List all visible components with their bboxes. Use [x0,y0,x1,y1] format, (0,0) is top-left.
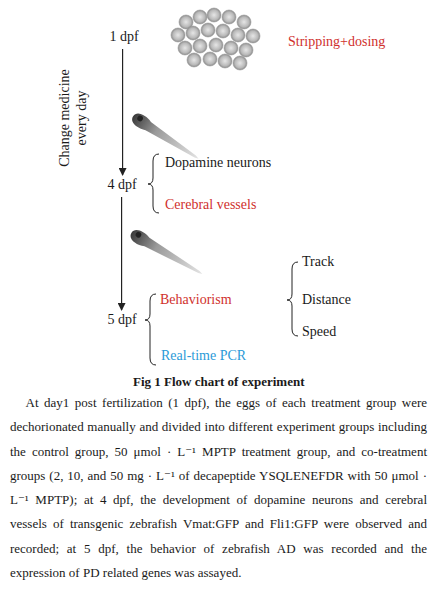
flow-arrow [121,197,122,310]
figure-caption: Fig 1 Flow chart of experiment [133,374,304,390]
larva-drawing [128,227,206,279]
annotation-text: Real-time PCR [161,347,246,365]
stage-node: 4 dpf [108,176,137,194]
annotation-text: Distance [302,291,351,309]
edge-label: Change medicine every day [56,53,90,183]
annotation-text: Track [302,253,334,271]
bracket [287,262,298,336]
bracket [148,154,159,213]
annotation-text: Behaviorism [160,291,232,309]
stage-node: 1 dpf [110,28,139,46]
bracket [145,294,156,365]
annotation-text: Stripping+dosing [288,33,385,51]
flow-arrow [122,49,123,175]
annotation-text: Speed [302,323,336,341]
stage-text: 4 dpf [108,176,137,194]
egg-cluster [171,8,260,70]
stage-text: 5 dpf [108,311,137,329]
annotation-text: Cerebral vessels [165,196,256,214]
stage-node: 5 dpf [108,311,137,329]
stage-text: 1 dpf [110,28,139,46]
body-paragraph: At day1 post fertilization (1 dpf), the … [10,391,427,585]
annotation-text: Dopamine neurons [165,154,271,172]
